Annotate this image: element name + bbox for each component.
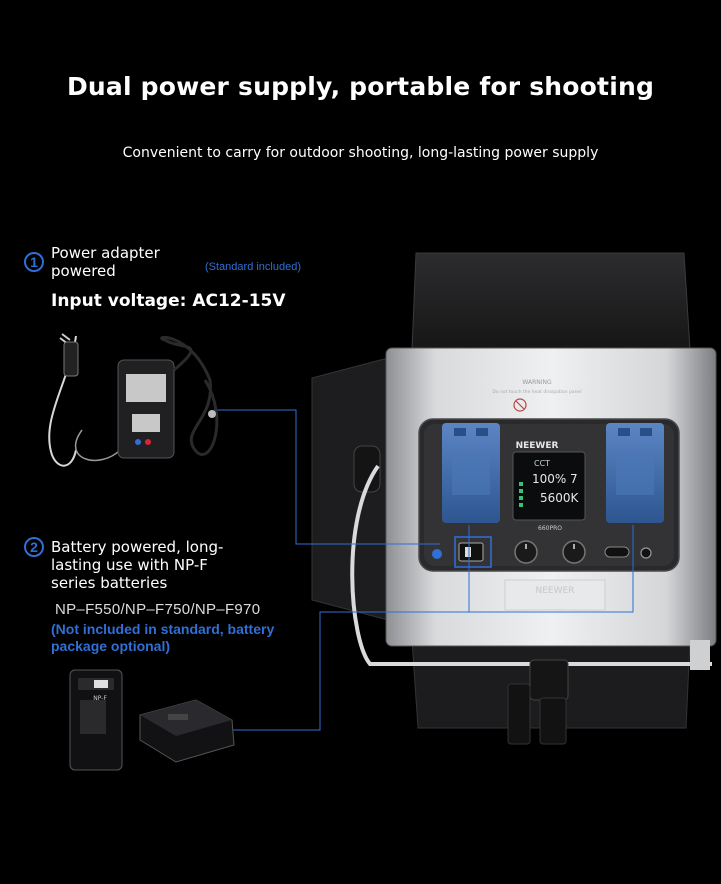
battery-models: NP–F550/NP–F750/NP–F970 bbox=[55, 601, 261, 618]
battery-note: (Not included in standard, battery packa… bbox=[51, 621, 274, 655]
option2-label: Battery powered, long- lasting use with … bbox=[51, 538, 223, 592]
dc-input-port bbox=[640, 547, 652, 559]
rear-label-brand: NEEWER bbox=[536, 586, 575, 596]
input-voltage-label: Input voltage: AC12-15V bbox=[51, 291, 286, 311]
option1-label-line1: Power adapter bbox=[51, 244, 160, 262]
number-two-badge: 2 bbox=[24, 537, 44, 557]
number-one-badge: 1 bbox=[24, 252, 44, 272]
svg-text:NP-F: NP-F bbox=[93, 695, 107, 702]
page-subtitle: Convenient to carry for outdoor shooting… bbox=[122, 145, 599, 161]
np-f-battery-small bbox=[139, 699, 235, 763]
np-f-battery-large: NP-F bbox=[69, 669, 123, 771]
lcd-screen bbox=[512, 451, 586, 521]
bottom-mount bbox=[529, 659, 569, 701]
option2-label-line1: Battery powered, long- bbox=[51, 538, 224, 556]
adapter-connector-line bbox=[214, 409, 440, 545]
power-adapter bbox=[48, 333, 219, 467]
top-barn-door bbox=[411, 252, 691, 351]
power-indicator bbox=[432, 549, 442, 559]
no-touch-icon bbox=[513, 398, 527, 412]
brightness-knob[interactable] bbox=[514, 540, 538, 564]
display-channel: 7 bbox=[570, 472, 578, 486]
battery-note-line2: package optional) bbox=[51, 638, 171, 654]
warning-text: WARNING bbox=[522, 379, 552, 386]
option2-label-line2: lasting use with NP-F bbox=[51, 556, 208, 574]
option1-label: Power adapter powered bbox=[51, 244, 160, 280]
model-label: 660PRO bbox=[538, 525, 562, 532]
display-mode: CCT bbox=[534, 459, 550, 468]
option2-label-line3: series batteries bbox=[51, 574, 168, 592]
brand-logo-text: NEEWER bbox=[516, 441, 559, 451]
warning-subtext: Do not touch the heat dissipation panel bbox=[492, 389, 581, 395]
battery-connector-line bbox=[232, 525, 634, 731]
display-temperature: 5600K bbox=[540, 491, 580, 505]
display-brightness: 100% bbox=[532, 472, 566, 486]
battery-note-line1: (Not included in standard, battery bbox=[51, 621, 275, 637]
option1-label-line2: powered bbox=[51, 262, 116, 280]
mounting-yoke bbox=[350, 464, 712, 666]
standard-included-tag: (Standard included) bbox=[205, 261, 302, 273]
temperature-knob[interactable] bbox=[562, 540, 586, 564]
mode-button[interactable] bbox=[604, 546, 630, 558]
page-title: Dual power supply, portable for shooting bbox=[66, 72, 655, 101]
side-lock-knob[interactable] bbox=[353, 445, 381, 493]
